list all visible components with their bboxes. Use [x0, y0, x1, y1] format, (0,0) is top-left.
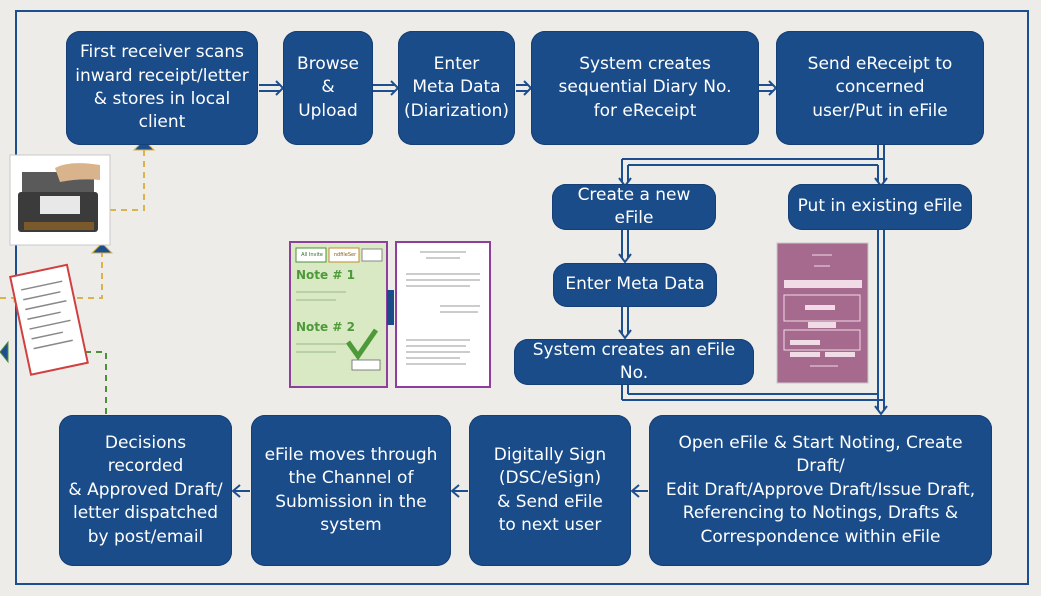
panel-splitter: [387, 290, 394, 325]
step-browse-upload-box: Browse & Upload: [283, 31, 373, 145]
correspondence-image: [395, 241, 491, 388]
step-enter-metadata-2-box: Enter Meta Data: [553, 263, 717, 307]
note-tab-1: All Invite: [297, 248, 327, 262]
note-1-heading: Note # 1: [296, 268, 355, 282]
step-diary-number-box: System creates sequential Diary No. for …: [531, 31, 759, 145]
arrow-sign-to-channel: [450, 484, 468, 498]
note-tab-1-label: All Invite: [301, 252, 323, 258]
note-tab-2-label: ndfileSer: [333, 252, 357, 258]
arrow-existing-to-noting: [874, 230, 888, 416]
arrow-send-branch: [618, 145, 888, 188]
step-create-new-efile-box: Create a new eFile: [552, 184, 716, 230]
step-put-existing-efile-box: Put in existing eFile: [788, 184, 972, 230]
arrow-efileno-to-noting: [621, 385, 884, 401]
arrow-meta-to-efileno: [618, 307, 632, 340]
efile-form-image: [776, 242, 869, 384]
step-efile-number-box: System creates an eFile No.: [514, 339, 754, 385]
letter-image: [9, 263, 89, 376]
note-tab-2: ndfileSer: [330, 248, 360, 262]
step-noting-box: Open eFile & Start Noting, Create Draft/…: [649, 415, 992, 566]
step-send-ereceipt-box: Send eReceipt to concerned user/Put in e…: [776, 31, 984, 145]
step-digital-sign-box: Digitally Sign (DSC/eSign) & Send eFile …: [469, 415, 631, 566]
scanner-image: [9, 154, 111, 246]
arrow-meta-to-diary: [516, 80, 533, 96]
note-2-heading: Note # 2: [296, 320, 355, 334]
arrow-diary-to-send: [759, 80, 778, 96]
arrow-noting-to-sign: [630, 484, 648, 498]
step-decision-dispatch-box: Decisions recorded & Approved Draft/ let…: [59, 415, 232, 566]
arrow-scan-to-browse: [259, 80, 285, 96]
step-scan-box: First receiver scans inward receipt/lett…: [66, 31, 258, 145]
arrow-channel-to-decision: [231, 484, 250, 498]
triangle-marker-mid: [90, 242, 114, 254]
step-channel-submission-box: eFile moves through the Channel of Submi…: [251, 415, 451, 566]
arrow-browse-to-meta: [373, 80, 400, 96]
note-panel: [289, 241, 388, 388]
step-enter-metadata-box: Enter Meta Data (Diarization): [398, 31, 515, 145]
triangle-marker-top: [132, 139, 156, 151]
triangle-marker-left: [0, 340, 9, 364]
arrow-create-to-meta: [618, 230, 632, 264]
